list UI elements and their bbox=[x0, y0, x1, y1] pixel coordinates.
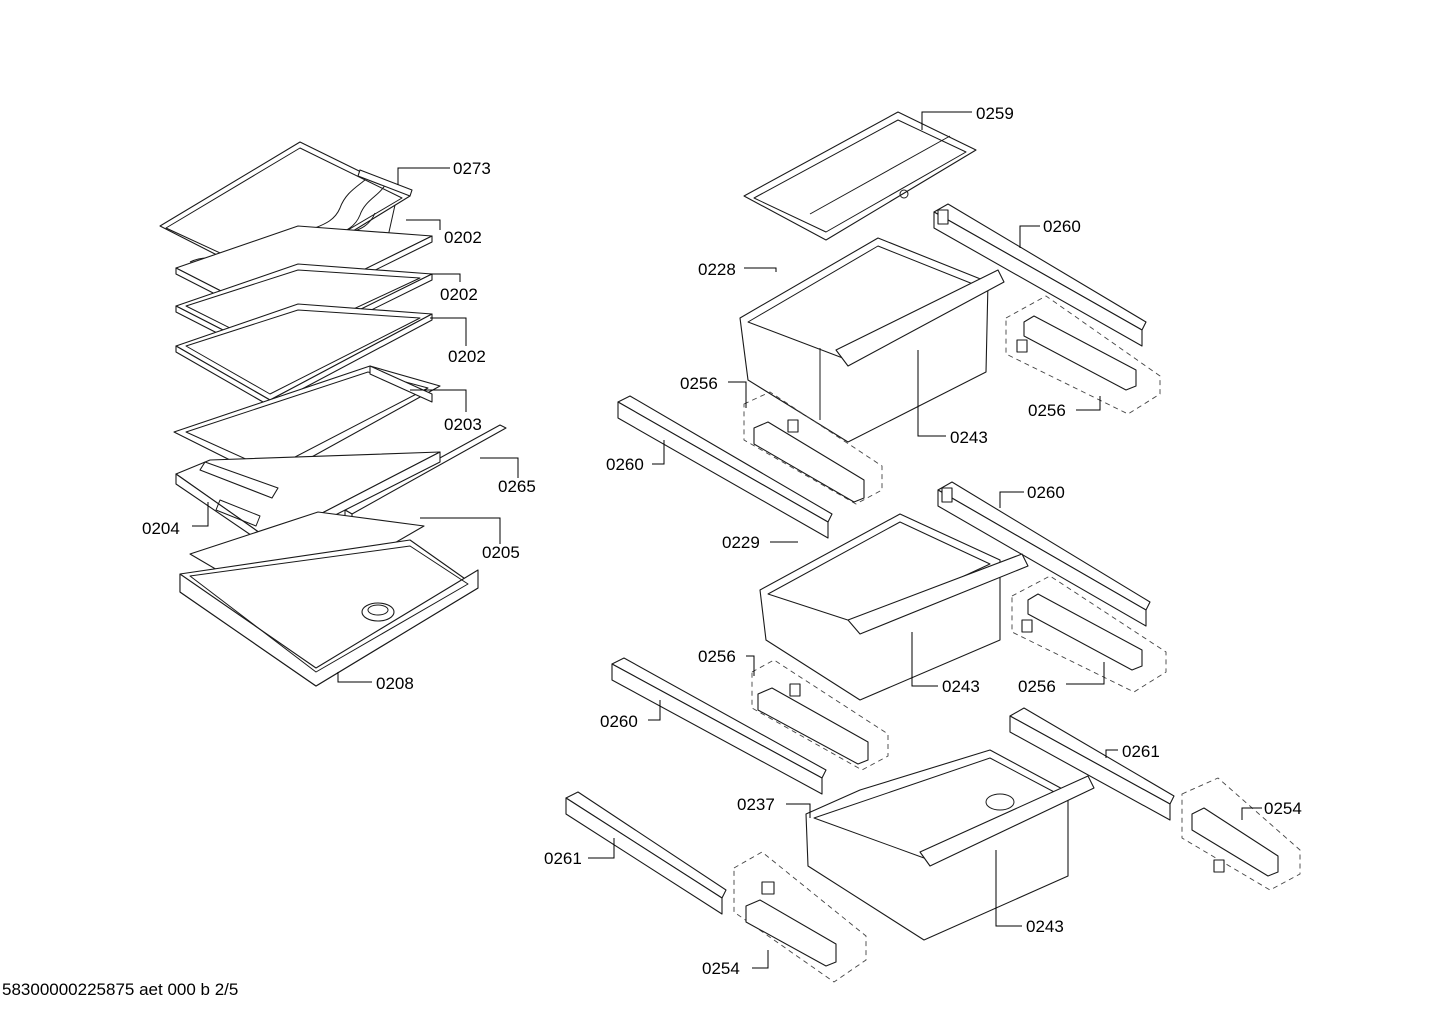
part-rail-cover-group-6 bbox=[733, 851, 867, 983]
callout-0260-b: 0260 bbox=[606, 455, 644, 474]
callout-0243-a: 0243 bbox=[950, 428, 988, 447]
callout-0208: 0208 bbox=[376, 674, 414, 693]
callout-labels: 0273 0202 0202 0202 0203 0265 0204 0205 … bbox=[142, 104, 1302, 978]
callout-0256-a: 0256 bbox=[680, 374, 718, 393]
part-telescopic-rail-4 bbox=[611, 657, 827, 795]
part-telescopic-rail-5 bbox=[1009, 707, 1175, 821]
part-rail-cover-group-1 bbox=[1005, 295, 1161, 415]
callout-0202-c: 0202 bbox=[448, 347, 486, 366]
callout-0256-d: 0256 bbox=[1018, 677, 1056, 696]
part-rail-cover-group-2 bbox=[743, 391, 883, 505]
part-drawer-middle bbox=[759, 513, 1029, 701]
callout-0204: 0204 bbox=[142, 519, 180, 538]
part-telescopic-rail-1 bbox=[933, 203, 1147, 347]
part-rail-cover-group-5 bbox=[1181, 777, 1301, 891]
callout-0259: 0259 bbox=[976, 104, 1014, 123]
callout-0261-b: 0261 bbox=[544, 849, 582, 868]
callout-0203: 0203 bbox=[444, 415, 482, 434]
callout-0254-a: 0254 bbox=[1264, 799, 1302, 818]
callout-0256-c: 0256 bbox=[698, 647, 736, 666]
part-drawer-cover bbox=[743, 111, 977, 241]
callout-0229: 0229 bbox=[722, 533, 760, 552]
callout-0261-a: 0261 bbox=[1122, 742, 1160, 761]
callout-0243-c: 0243 bbox=[1026, 917, 1064, 936]
callout-0228: 0228 bbox=[698, 260, 736, 279]
callout-0205: 0205 bbox=[482, 543, 520, 562]
leader-lines bbox=[192, 111, 1262, 969]
part-telescopic-rail-3 bbox=[937, 481, 1151, 627]
part-glass-shelf-3 bbox=[175, 303, 433, 407]
callout-0237: 0237 bbox=[737, 795, 775, 814]
callout-0260-a: 0260 bbox=[1043, 217, 1081, 236]
part-drawer-lower bbox=[805, 749, 1095, 941]
callout-0273: 0273 bbox=[453, 159, 491, 178]
callout-0254-b: 0254 bbox=[702, 959, 740, 978]
part-drawer-upper bbox=[739, 237, 1005, 443]
part-rail-cover-group-3 bbox=[1011, 575, 1167, 693]
callout-0260-d: 0260 bbox=[600, 712, 638, 731]
part-telescopic-rail-2 bbox=[617, 395, 833, 539]
callout-0202-a: 0202 bbox=[444, 228, 482, 247]
part-rail-cover-group-4 bbox=[751, 659, 889, 771]
callout-0265: 0265 bbox=[498, 477, 536, 496]
callout-0256-b: 0256 bbox=[1028, 401, 1066, 420]
callout-0243-b: 0243 bbox=[942, 677, 980, 696]
callout-0260-c: 0260 bbox=[1027, 483, 1065, 502]
part-cover-plate bbox=[179, 539, 479, 687]
callout-0202-b: 0202 bbox=[440, 285, 478, 304]
part-telescopic-rail-6 bbox=[565, 791, 727, 915]
document-id: 58300000225875 aet 000 b 2/5 bbox=[2, 980, 239, 999]
